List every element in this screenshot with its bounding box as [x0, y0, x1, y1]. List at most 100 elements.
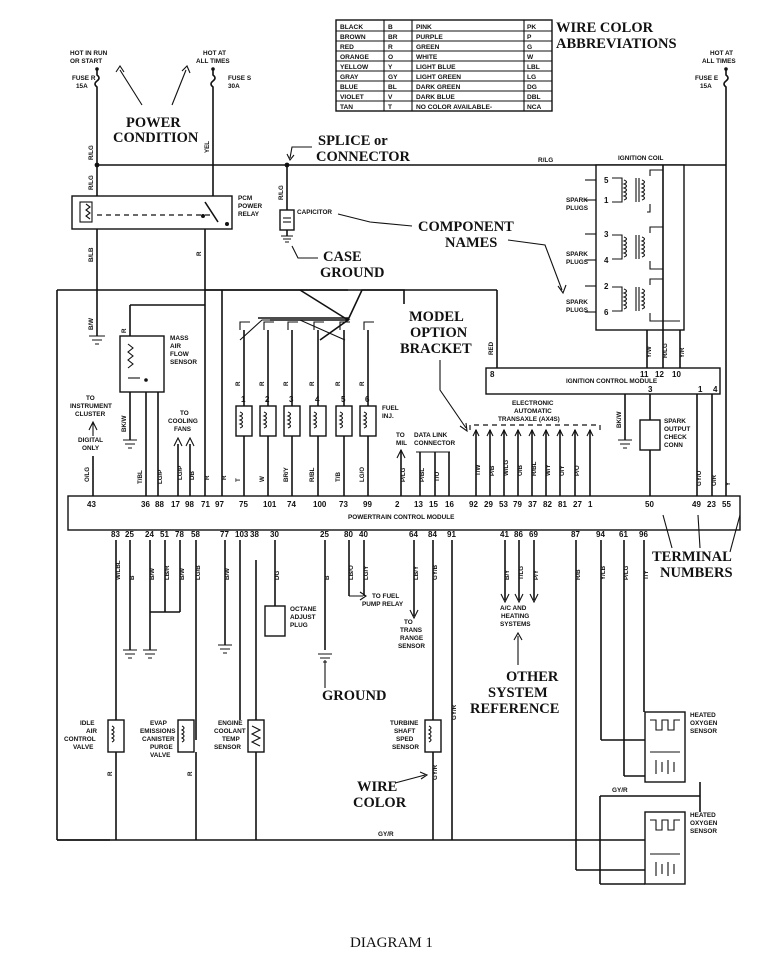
octane-label-2: ADJUST	[290, 614, 316, 621]
fuel-pump-label-1: TO FUEL	[372, 593, 399, 600]
pcm-terminal-top: 17	[171, 500, 180, 509]
pcm-terminal-top: 100	[313, 500, 327, 509]
pcm-terminal-bottom: 94	[596, 530, 605, 539]
icm-pin-10: 10	[672, 370, 681, 379]
trs-label-1: TO	[404, 619, 413, 626]
wire-table-cell: RED	[340, 44, 354, 51]
wire-table-cell: LG	[527, 74, 536, 81]
wire-table-cell: B	[388, 24, 393, 31]
wire-label-r-inj: R	[359, 381, 366, 386]
callout-power-condition-1: POWER	[126, 115, 181, 131]
wire-table-cell: BL	[388, 84, 397, 91]
ect-label-2: COOLANT	[214, 728, 246, 735]
wire-label-bottom: R/B	[575, 569, 582, 580]
wire-label-r-3: R	[221, 475, 228, 480]
wire-label-bk-w-2: BK/W	[616, 411, 623, 428]
fuse-e-label-1: FUSE E	[695, 75, 719, 82]
wire-table-cell: TAN	[340, 104, 353, 111]
dlc-label-1: DATA LINK	[414, 432, 448, 439]
fuel-injector-icon	[235, 405, 253, 437]
case-ground-icon	[281, 235, 293, 243]
pcm-terminal-top: 82	[543, 500, 552, 509]
pcm-terminal-bottom: 87	[571, 530, 580, 539]
evap-label-1: EVAP	[150, 720, 168, 727]
wire-label-bottom: R	[187, 771, 194, 776]
fuse-r-label-1: FUSE R	[72, 75, 96, 82]
ho2s-1-label-2: OXYGEN	[690, 720, 718, 727]
dlc-label-2: CONNECTOR	[414, 440, 455, 447]
ignition-control-module: IGNITION CONTROL MODULE 8 11 12 10 3 1 4	[485, 367, 721, 395]
spark-plugs-label-3b: PLUGS	[566, 307, 589, 314]
trs-label-4: SENSOR	[398, 643, 425, 650]
ho2s-2-label-1: HEATED	[690, 812, 716, 819]
wire-label-lg-y: LG/Y	[363, 565, 370, 580]
pcm-terminal-top: 37	[528, 500, 537, 509]
wire-table-title-1: WIRE COLOR	[556, 20, 654, 36]
icm-pin-1: 1	[698, 385, 703, 394]
turbine-shaft-speed-sensor: TURBINE SHAFT SPED SENSOR	[390, 719, 442, 753]
fuse-r-label-2: 15A	[76, 83, 88, 90]
coil-terminal-number: 3	[604, 230, 609, 239]
fuel-pump-label-2: PUMP RELAY	[362, 601, 404, 608]
wire-label-gy-r-bus: GY/R	[378, 831, 394, 838]
hot-run-label-1: HOT IN RUN	[70, 50, 108, 57]
pcm-relay-label-3: RELAY	[238, 211, 260, 218]
wire-label-trans: P/B	[489, 465, 496, 476]
wire-label-p-bl: P/BL	[419, 468, 426, 482]
wire-label-bottom: GY/R	[451, 704, 458, 720]
pcm-power-relay: PCM POWER RELAY	[71, 195, 263, 230]
wire-label-y: Y	[725, 481, 732, 486]
hot-all-right-label-2: ALL TIMES	[702, 58, 736, 65]
digital-only-label-2: ONLY	[82, 445, 100, 452]
pcm-terminal-top: 27	[573, 500, 582, 509]
wire-table-title-2: ABBREVIATIONS	[556, 36, 677, 52]
pcm-label: POWERTRAIN CONTROL MODULE	[348, 514, 455, 521]
wire-label-trans: W/LG	[503, 460, 510, 476]
pcm-terminal-top: 2	[395, 500, 400, 509]
pcm-terminal-bottom: 61	[619, 530, 628, 539]
wire-label-red-text: RED	[488, 341, 495, 355]
to-instrument-label-3: CLUSTER	[75, 411, 106, 418]
pcm-relay-label-2: POWER	[238, 203, 263, 210]
ignition-coil-label: IGNITION COIL	[618, 155, 664, 162]
icm-label: IGNITION CONTROL MODULE	[566, 378, 658, 385]
ground-icon-relay	[89, 335, 105, 345]
wire-label-r-inj: R	[309, 381, 316, 386]
pcm-terminal-top: 88	[155, 500, 164, 509]
wire-label-o-r: O/R	[711, 474, 718, 486]
pcm-terminal-top: 55	[722, 500, 731, 509]
wire-label-r-lg-2: R/LG	[88, 175, 95, 190]
pcm-terminal-bottom: 78	[175, 530, 184, 539]
evap-label-5: VALVE	[150, 752, 171, 759]
fuse-e-label-2: 15A	[700, 83, 712, 90]
coil-terminal-number: 2	[604, 282, 609, 291]
pcm-terminal-top: 79	[513, 500, 522, 509]
spark-plugs-label-2b: PLUGS	[566, 259, 589, 266]
pcm-terminal-bottom: 77	[220, 530, 229, 539]
to-instrument-label-1: TO	[86, 395, 95, 402]
pcm-terminal-top: 101	[263, 500, 277, 509]
wire-label-trans: P/O	[574, 465, 581, 476]
fuel-inj-label-1: FUEL	[382, 405, 399, 412]
wire-table-cell: BR	[388, 34, 398, 41]
evap-label-4: PURGE	[150, 744, 173, 751]
to-mil-label-2: MIL	[396, 440, 407, 447]
wire-table-cell: NO COLOR AVAILABLE-	[416, 104, 492, 111]
wire-table-cell: GY	[388, 74, 398, 81]
pcm-terminal-top: 1	[588, 500, 593, 509]
wire-label-db: DB	[189, 471, 196, 480]
pcm-terminal-top: 71	[201, 500, 210, 509]
wire-label-lg-p-2: LG/P	[177, 466, 184, 480]
mass-air-flow-sensor: MASS AIR FLOW SENSOR	[119, 335, 197, 393]
fuse-s-label-1: FUSE S	[228, 75, 252, 82]
pcm-terminal-top: 99	[363, 500, 372, 509]
trans-label-2: AUTOMATIC	[514, 408, 552, 415]
coil-terminal-number: 5	[604, 176, 609, 185]
wire-label-r-lg-cap: R/LG	[278, 185, 285, 200]
wire-label-bottom: DG	[274, 571, 281, 580]
wire-label-b-w: B/W	[88, 318, 95, 330]
callout-terminal-1: TERMINAL	[652, 549, 732, 565]
iac-label-2: AIR	[86, 728, 97, 735]
